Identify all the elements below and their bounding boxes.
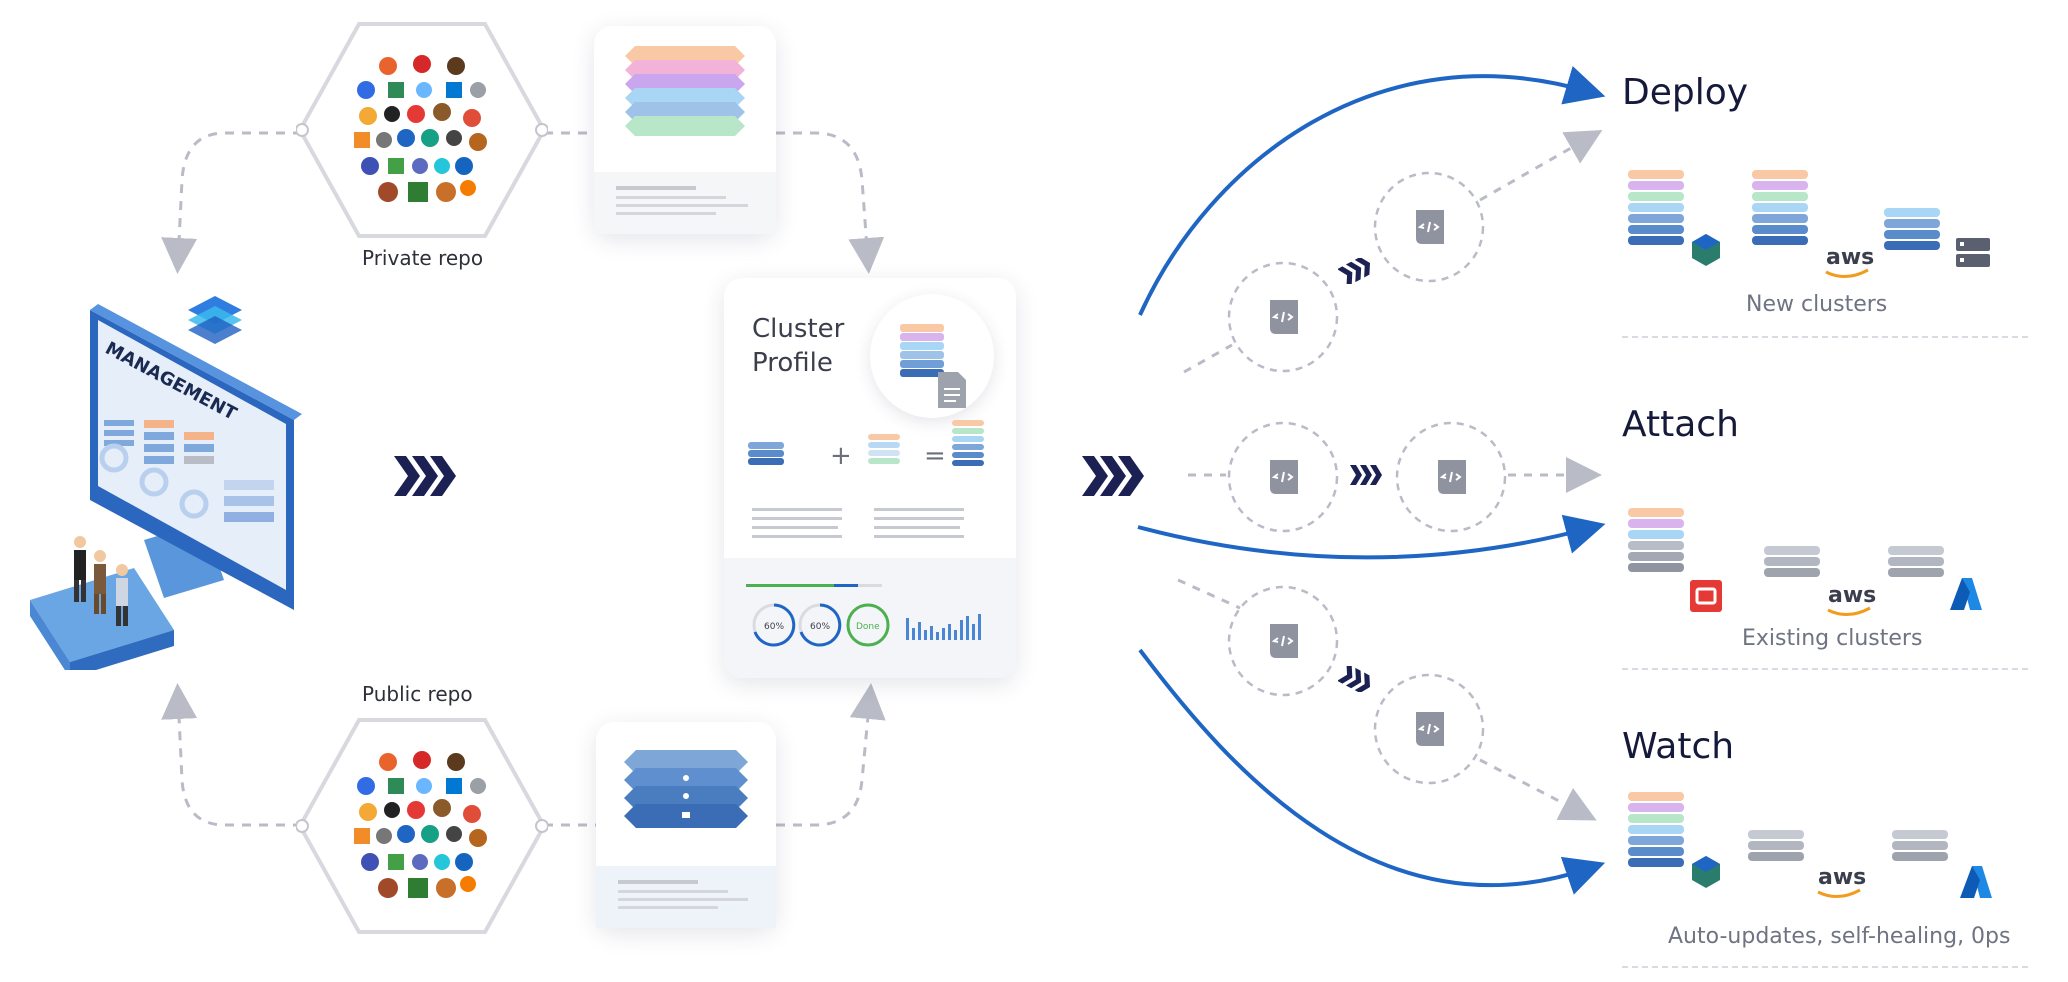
layers-stack-icon <box>594 46 776 234</box>
stack-icon <box>1892 830 1948 861</box>
aws-logo-icon: aws <box>1826 245 1874 270</box>
private-card-to-profile-connector <box>776 131 885 274</box>
deploy-dashed-flow <box>1183 136 1592 374</box>
deploy-clusters-graphic: aws <box>1628 170 1990 278</box>
attach-scroll-1 <box>1226 420 1340 539</box>
aws-logo-icon: aws <box>1828 583 1876 608</box>
watch-scroll-1 <box>1226 584 1340 703</box>
code-scroll-icon <box>1373 171 1485 283</box>
people-figures <box>74 536 128 626</box>
private-repo-label: Private repo <box>362 246 484 270</box>
attach-heading: Attach <box>1622 404 1739 445</box>
code-scroll-icon <box>1227 421 1339 533</box>
profile-text-lines-right <box>874 508 964 538</box>
vsphere-logo-icon <box>1692 856 1720 888</box>
attach-scroll-2 <box>1394 420 1508 539</box>
private-to-management-connector <box>161 131 302 274</box>
public-layer-card <box>596 722 776 928</box>
cluster-profile-title-line2: Profile <box>752 348 833 378</box>
chevron-small-icon <box>1350 465 1382 485</box>
stack-icon <box>1888 546 1944 577</box>
vsphere-logo-icon <box>1692 234 1720 266</box>
document-icon <box>938 372 966 408</box>
private-layer-card <box>594 26 776 234</box>
watch-dashed-flow <box>1177 578 1586 815</box>
profile-stats-graphic: 60% 60% Done <box>746 584 981 647</box>
server-icon <box>1956 238 1990 267</box>
stack-icon <box>1628 792 1684 867</box>
done-label: Done <box>856 622 880 632</box>
cluster-profile-title: Cluster Profile <box>752 312 844 380</box>
attach-arrow <box>1137 514 1606 560</box>
openshift-logo-icon <box>1690 580 1722 612</box>
chevron-small-icon <box>1338 666 1371 692</box>
tool-logos-cluster <box>354 751 487 898</box>
stack-icon <box>1628 508 1684 572</box>
watch-scroll-2 <box>1372 672 1486 791</box>
code-scroll-icon <box>1373 673 1485 785</box>
watch-divider <box>1622 966 2028 968</box>
code-scroll-icon <box>1227 261 1339 373</box>
deploy-divider <box>1622 336 2028 338</box>
watch-heading: Watch <box>1622 726 1735 767</box>
deploy-caption: New clusters <box>1746 292 1888 317</box>
gauge-1-value: 60% <box>764 622 784 632</box>
attach-divider <box>1622 668 2028 670</box>
cluster-profile-title-line1: Cluster <box>752 314 845 344</box>
attach-caption: Existing clusters <box>1742 626 1923 651</box>
azure-logo-icon <box>1950 578 1982 610</box>
deploy-arrow <box>1138 66 1606 316</box>
stack-icon <box>1748 830 1804 861</box>
stack-icon <box>1752 170 1808 245</box>
management-monitor-illustration: MANAGEMENT <box>30 304 302 670</box>
attach-clusters-graphic: aws <box>1628 508 1982 616</box>
watch-arrow <box>1138 648 1606 895</box>
azure-logo-icon <box>1960 866 1992 898</box>
deploy-scroll-1 <box>1226 260 1340 379</box>
gauge-2-value: 60% <box>810 622 830 632</box>
chevron-triple-icon <box>394 456 456 496</box>
tool-logos-cluster <box>354 55 487 202</box>
spectro-logo-icon <box>188 296 242 344</box>
cluster-profile-card: Cluster Profile + <box>724 278 1016 678</box>
public-card-to-profile-connector <box>776 683 886 827</box>
stack-icon <box>1628 170 1684 245</box>
private-repo-hexagon <box>296 22 548 238</box>
profile-stats-panel: 60% 60% Done <box>724 558 1016 678</box>
profile-equation: + = <box>748 420 984 471</box>
profile-stack-icon <box>900 324 966 408</box>
watch-caption: Auto-updates, self-healing, 0ps <box>1668 924 2011 949</box>
profile-stack-badge <box>870 294 994 418</box>
stack-icon <box>1764 546 1820 577</box>
public-repo-label: Public repo <box>362 682 473 706</box>
code-scroll-icon <box>1227 585 1339 697</box>
layers-stack-icon <box>596 750 776 928</box>
equals-sign: = <box>924 441 946 471</box>
mini-bar-chart <box>906 614 981 640</box>
deploy-scroll-2 <box>1372 170 1486 289</box>
watch-clusters-graphic: aws <box>1628 792 1992 898</box>
public-to-management-connector <box>161 683 302 827</box>
chevron-triple-icon <box>1082 456 1144 496</box>
deploy-heading: Deploy <box>1622 72 1749 113</box>
chevron-small-icon <box>1338 258 1371 284</box>
plus-sign: + <box>830 441 852 471</box>
aws-logo-icon: aws <box>1818 865 1866 890</box>
stack-icon <box>1884 208 1940 250</box>
public-repo-hexagon <box>296 718 548 934</box>
code-scroll-icon <box>1395 421 1507 533</box>
profile-text-lines-left <box>752 508 842 538</box>
